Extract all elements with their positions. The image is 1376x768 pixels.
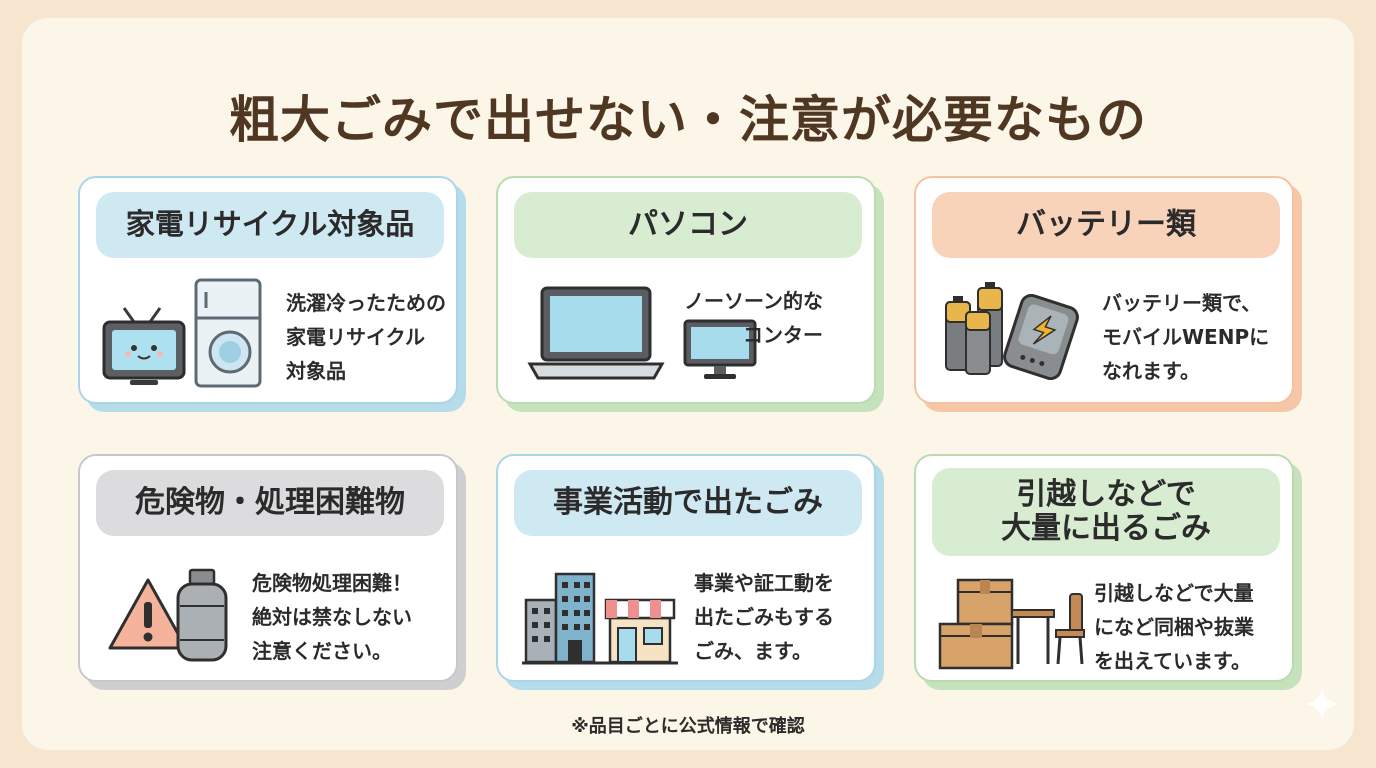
- sparkle-icon: [1304, 686, 1340, 722]
- gas-cylinder-icon: [176, 568, 228, 662]
- footnote: ※品目ごとに公式情報で確認: [571, 716, 805, 737]
- card-pc: パソコン ノーソーン的な コンター: [496, 176, 876, 404]
- furniture-icon: [1011, 593, 1085, 665]
- building-icon: [522, 572, 612, 665]
- card-hazardous: 危険物・処理困難物 危険物処理困難！ 絶対は禁なしない 注意ください。: [78, 454, 458, 682]
- card-title: パソコン: [514, 192, 862, 258]
- monitor-icon: [683, 319, 757, 379]
- card-title: 事業活動で出たごみ: [514, 470, 862, 536]
- shop-icon: [602, 598, 678, 665]
- card-business-waste: 事業活動で出たごみ 事業や証工動を 出たごみもする ごみ、ます。: [496, 454, 876, 682]
- card-description: 事業や証工動を 出たごみもする ごみ、ます。: [694, 571, 834, 663]
- card-title: 引越しなどで 大量に出るごみ: [932, 468, 1280, 556]
- card-title: バッテリー類: [932, 192, 1280, 258]
- card-description: ノーソーン的な コンター: [684, 289, 823, 347]
- card-description: 引越しなどで大量 になど同梱や抜業 を出えています。: [1094, 581, 1254, 673]
- laptop-icon: [527, 286, 665, 380]
- tv-icon: [102, 307, 186, 385]
- battery-icon: [945, 282, 1003, 375]
- card-moving-waste: 引越しなどで 大量に出るごみ 引越しなどで大量 になど同梱や抜業 を出えています…: [914, 454, 1294, 682]
- card-batteries: バッテリー類 バッテリー類で、 モバイルWENPに なれます。: [914, 176, 1294, 404]
- card-title: 危険物・処理困難物: [96, 470, 444, 536]
- card-title: 家電リサイクル対象品: [96, 192, 444, 258]
- card-description: 危険物処理困難！ 絶対は禁なしない 注意ください。: [252, 571, 412, 663]
- card-appliance-recycling: 家電リサイクル対象品 洗濯冷ったための 家電リサイクル 対象品: [78, 176, 458, 404]
- boxes-icon: [938, 578, 1014, 670]
- card-description: 洗濯冷ったための 家電リサイクル 対象品: [286, 291, 446, 383]
- warning-icon: [108, 578, 188, 650]
- page-title: 粗大ごみで出せない・注意が必要なもの: [229, 91, 1147, 149]
- power-bank-icon: [1003, 294, 1079, 380]
- card-description: バッテリー類で、 モバイルWENPに なれます。: [1102, 291, 1270, 383]
- fridge-washer-icon: [194, 278, 262, 388]
